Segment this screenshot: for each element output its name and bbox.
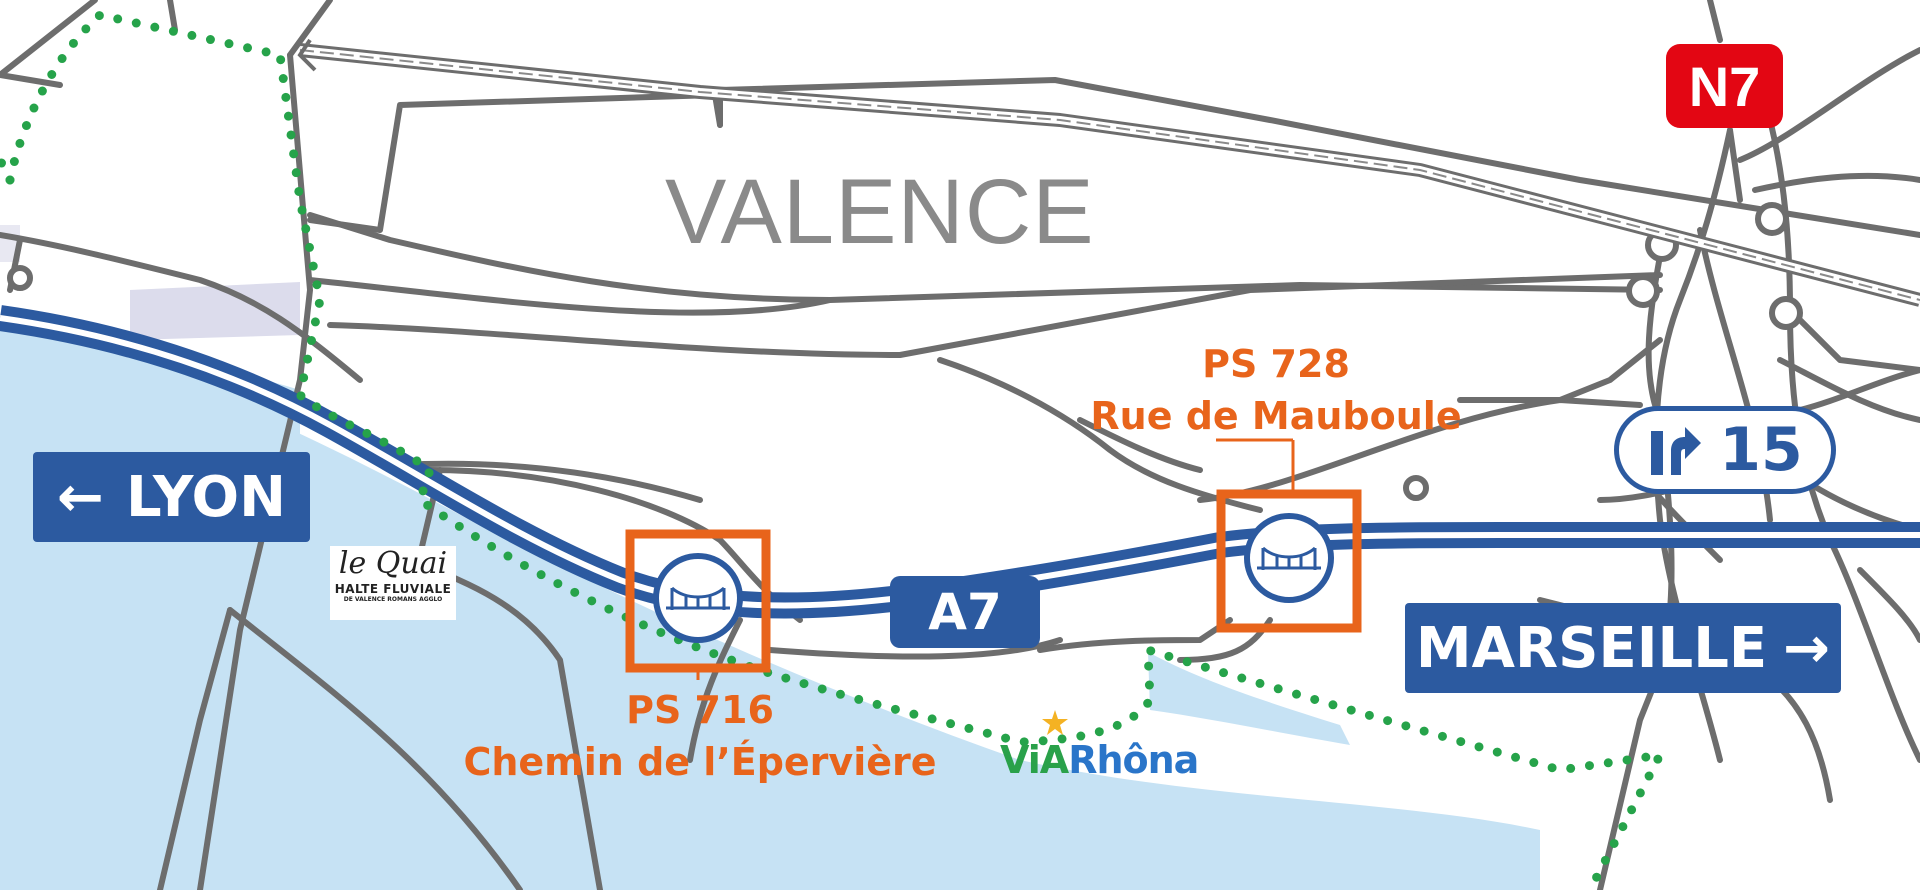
viarhona-part2: Rhôna — [1068, 738, 1199, 782]
city-name: VALENCE — [665, 161, 1095, 263]
cycle-route — [0, 10, 1669, 890]
river — [0, 330, 1540, 890]
bridge-street: Rue de Mauboule — [1090, 394, 1462, 438]
le-quai-logo: le Quai HALTE FLUVIALE DE VALENCE ROMANS… — [330, 546, 456, 620]
bridge-marker-ps716 — [625, 529, 771, 680]
land-tint — [130, 282, 300, 340]
viarhona-part1: ViA — [1000, 738, 1069, 782]
le-quai-script: le Quai — [338, 546, 448, 581]
sign-lyon: ← LYON — [33, 452, 310, 542]
exit-sign: 15 — [1614, 406, 1836, 494]
bridge-code: PS 716 — [626, 688, 774, 732]
motorway-shield: A7 — [890, 576, 1040, 648]
sign-lyon-label: LYON — [125, 464, 286, 530]
bridge-label-ps716: PS 716 Chemin de l’Épervière — [450, 684, 950, 788]
bridge-street: Chemin de l’Épervière — [463, 740, 937, 784]
harbour-basin — [1148, 652, 1350, 745]
arrow-left-icon: ← — [57, 464, 104, 530]
bridge-label-ps728: PS 728 Rue de Mauboule — [1086, 338, 1466, 442]
river-upper — [0, 330, 300, 455]
viarhona-logo: ViARhôna — [1000, 738, 1199, 782]
le-quai-line1: HALTE FLUVIALE — [334, 582, 452, 596]
national-road-badge: N7 — [1666, 44, 1783, 128]
bridge-marker-ps728 — [1216, 438, 1362, 633]
star-icon — [1042, 710, 1068, 735]
le-quai-line2: DE VALENCE ROMANS AGGLO — [343, 596, 443, 603]
sign-marseille-label: MARSEILLE — [1415, 615, 1768, 681]
arrow-right-icon: → — [1783, 615, 1831, 681]
bridge-icon — [666, 586, 730, 610]
exit-arrow-icon — [1651, 427, 1702, 475]
sign-marseille: MARSEILLE → — [1405, 603, 1841, 693]
exit-number: 15 — [1719, 415, 1803, 485]
bridge-code: PS 728 — [1202, 342, 1350, 386]
railway — [297, 38, 1920, 307]
bridge-icon — [1257, 546, 1321, 570]
